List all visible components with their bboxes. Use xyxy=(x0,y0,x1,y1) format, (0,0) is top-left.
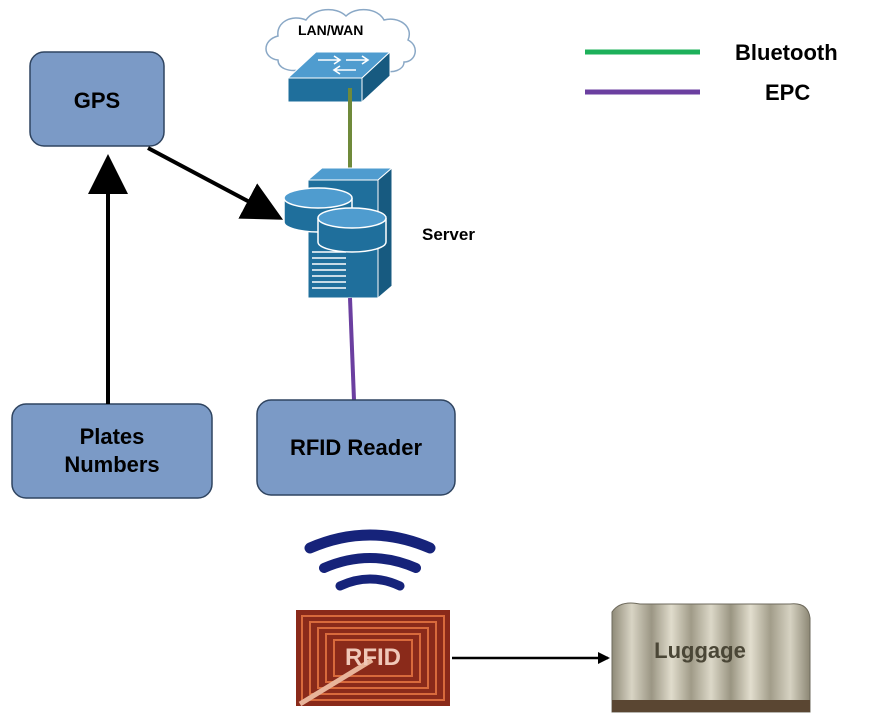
plates-numbers-box: Plates Numbers xyxy=(11,403,213,499)
gps-box: GPS xyxy=(29,51,165,147)
server-reader-link xyxy=(348,297,356,401)
gps-to-server-arrow xyxy=(147,146,284,220)
legend: Bluetooth EPC xyxy=(585,40,838,105)
server-icon xyxy=(283,166,394,300)
plates-label-line1: Plates xyxy=(80,424,145,449)
database-disk-bottom xyxy=(317,207,387,253)
wireless-signal-icon xyxy=(304,529,436,591)
network-switch-icon xyxy=(286,50,392,104)
luggage-label: Luggage xyxy=(654,638,746,663)
rfid-reader-label: RFID Reader xyxy=(290,435,422,460)
gps-label: GPS xyxy=(74,88,120,113)
server-label: Server xyxy=(422,225,475,244)
plates-label-line2: Numbers xyxy=(64,452,159,477)
cloud-label: LAN/WAN xyxy=(298,22,363,38)
legend-epc-label: EPC xyxy=(765,80,810,105)
legend-bluetooth-label: Bluetooth xyxy=(735,40,838,65)
luggage-icon: Luggage xyxy=(611,602,811,713)
rfid-reader-box: RFID Reader xyxy=(256,399,456,496)
rfid-tag-label: RFID xyxy=(345,644,401,671)
rfid-tag-icon: RFID xyxy=(296,610,450,707)
